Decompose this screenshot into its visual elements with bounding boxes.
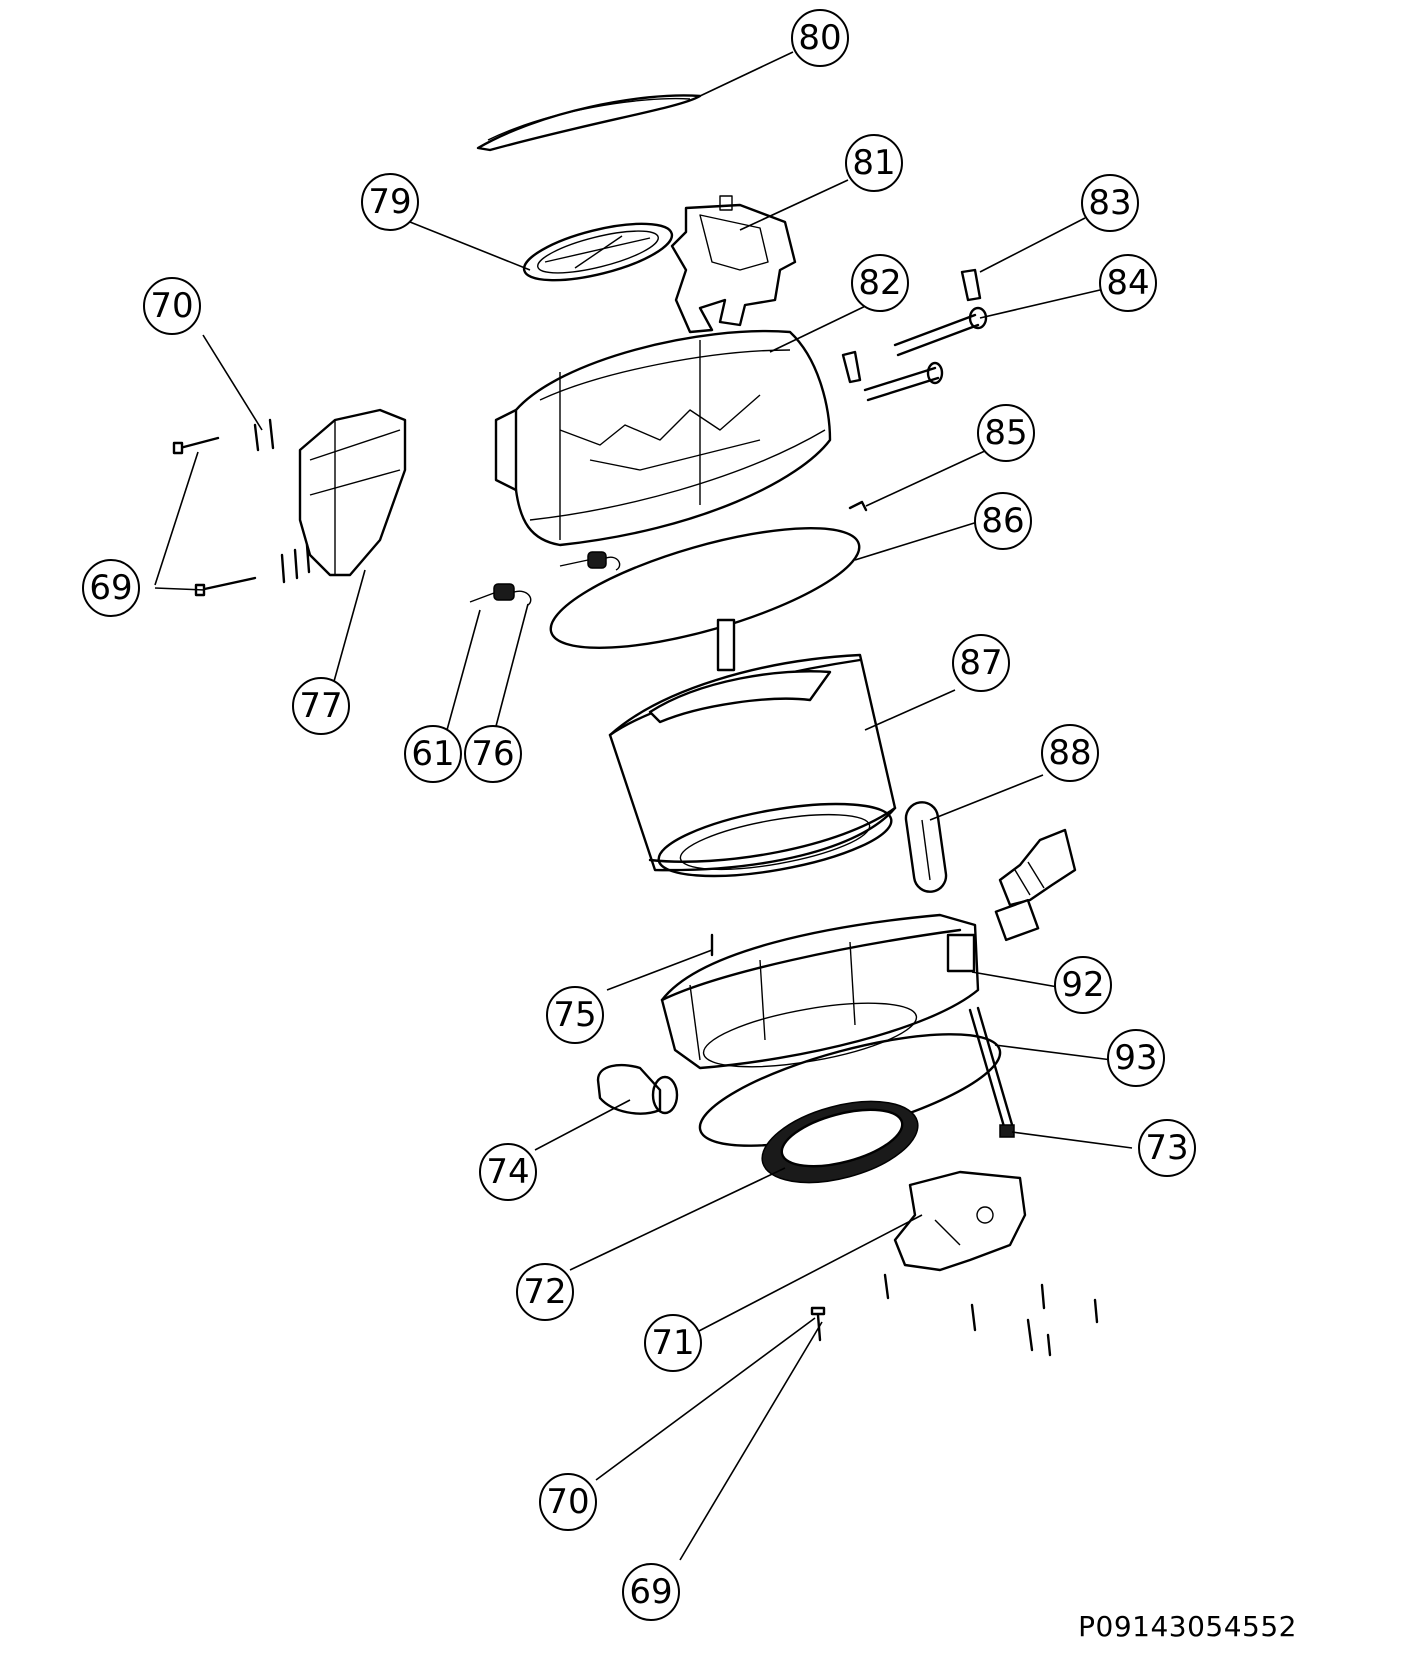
callout-81: 81 xyxy=(845,134,903,192)
callout-69-bottom: 69 xyxy=(622,1563,680,1621)
part-heater xyxy=(968,1006,1015,1138)
callout-88: 88 xyxy=(1041,724,1099,782)
svg-text:74: 74 xyxy=(486,1152,529,1192)
callout-82: 82 xyxy=(851,254,909,312)
callout-85: 85 xyxy=(977,404,1035,462)
svg-text:77: 77 xyxy=(299,686,342,726)
callout-77: 77 xyxy=(292,677,350,735)
part-rear-tub xyxy=(494,329,832,547)
part-counterweight xyxy=(298,408,407,577)
callout-70-top: 70 xyxy=(143,277,201,335)
callout-70-bottom: 70 xyxy=(539,1473,597,1531)
svg-text:61: 61 xyxy=(411,734,454,774)
callout-73: 73 xyxy=(1138,1119,1196,1177)
part-drain-bellows xyxy=(994,828,1077,942)
callout-79: 79 xyxy=(361,173,419,231)
svg-text:80: 80 xyxy=(798,18,841,58)
part-tub-seal-ring xyxy=(549,527,861,649)
callout-76: 76 xyxy=(464,725,522,783)
part-bolts-top xyxy=(172,436,257,597)
callout-87: 87 xyxy=(952,634,1010,692)
part-pipe-fitting xyxy=(841,268,988,402)
part-drum-lifter xyxy=(904,801,948,893)
callout-84: 84 xyxy=(1099,254,1157,312)
callout-80: 80 xyxy=(791,9,849,67)
svg-text:93: 93 xyxy=(1114,1038,1157,1078)
part-washers-top xyxy=(253,418,311,584)
part-front-tub xyxy=(660,913,980,1070)
leader-lines xyxy=(154,51,1133,1561)
svg-text:92: 92 xyxy=(1061,965,1104,1005)
callout-93: 93 xyxy=(1107,1029,1165,1087)
svg-text:82: 82 xyxy=(858,263,901,303)
part-drain-plug xyxy=(596,1064,679,1115)
part-spring xyxy=(469,551,621,606)
callout-86: 86 xyxy=(974,492,1032,550)
svg-text:88: 88 xyxy=(1048,733,1091,773)
part-screws-bottom xyxy=(810,1273,1099,1357)
svg-text:75: 75 xyxy=(553,995,596,1035)
callout-83: 83 xyxy=(1081,174,1139,232)
part-clip xyxy=(848,500,868,512)
svg-text:71: 71 xyxy=(651,1323,694,1363)
svg-text:72: 72 xyxy=(523,1272,566,1312)
svg-text:73: 73 xyxy=(1145,1128,1188,1168)
svg-text:87: 87 xyxy=(959,643,1002,683)
callout-71: 71 xyxy=(644,1314,702,1372)
part-pulley xyxy=(522,222,674,282)
callout-75: 75 xyxy=(546,986,604,1044)
svg-text:69: 69 xyxy=(89,568,132,608)
callout-74: 74 xyxy=(479,1143,537,1201)
svg-text:79: 79 xyxy=(368,182,411,222)
callout-92: 92 xyxy=(1054,956,1112,1014)
svg-text:86: 86 xyxy=(981,501,1024,541)
svg-text:85: 85 xyxy=(984,413,1027,453)
svg-text:69: 69 xyxy=(629,1572,672,1612)
svg-text:84: 84 xyxy=(1106,263,1149,303)
part-drum xyxy=(608,618,897,878)
part-front-ring xyxy=(761,1100,919,1184)
part-belt xyxy=(476,94,702,152)
part-bearing-bracket xyxy=(670,195,797,334)
svg-text:70: 70 xyxy=(546,1482,589,1522)
callout-61: 61 xyxy=(404,725,462,783)
drawing-code: P09143054552 xyxy=(1078,1610,1297,1643)
part-cover-plate xyxy=(893,1170,1027,1272)
svg-text:81: 81 xyxy=(852,143,895,183)
svg-text:76: 76 xyxy=(471,734,514,774)
svg-text:70: 70 xyxy=(150,286,193,326)
svg-text:83: 83 xyxy=(1088,183,1131,223)
callout-72: 72 xyxy=(516,1263,574,1321)
callout-69-top: 69 xyxy=(82,559,140,617)
